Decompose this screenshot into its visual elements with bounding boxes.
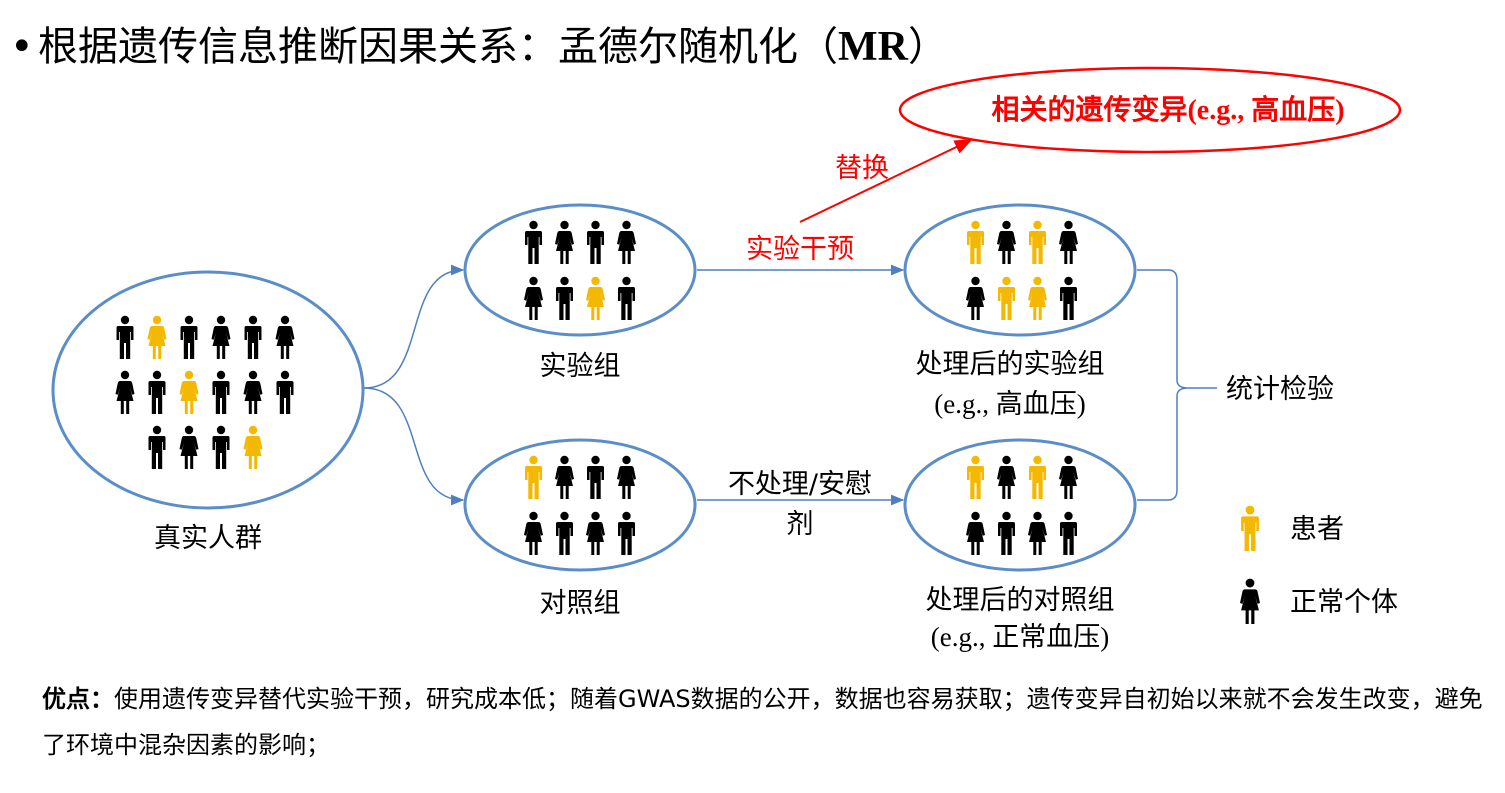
normal-person-icon xyxy=(148,425,166,469)
normal-person-icon xyxy=(1060,276,1077,320)
normal-person-icon xyxy=(587,455,604,499)
normal-person-icon xyxy=(617,455,636,499)
advantages-text: 使用遗传变异替代实验干预，研究成本低；随着GWAS数据的公开，数据也容易获取；遗… xyxy=(42,685,1483,759)
patient-icon xyxy=(179,370,199,414)
treated-control-circle xyxy=(903,438,1137,572)
slide-title-abbr: MR xyxy=(838,24,909,70)
treated-experimental-label-line1: 处理后的实验组 xyxy=(916,349,1105,380)
normal-person-icon xyxy=(276,370,294,414)
treated-control-label-line1: 处理后的对照组 xyxy=(926,585,1115,616)
normal-person-icon xyxy=(115,370,135,414)
legend-normal-icon xyxy=(1240,578,1260,624)
treated-experimental-circle xyxy=(903,203,1137,337)
normal-person-icon xyxy=(180,315,198,359)
normal-person-icon xyxy=(997,455,1016,499)
population-label: 真实人群 xyxy=(154,523,262,554)
normal-person-icon xyxy=(116,315,134,359)
normal-person-icon xyxy=(524,511,543,555)
treated-experimental-individuals xyxy=(966,220,1078,320)
normal-person-icon xyxy=(618,511,635,555)
patient-icon xyxy=(1028,276,1047,320)
patient-icon xyxy=(243,425,263,469)
normal-person-icon xyxy=(618,276,635,320)
replace-label: 替换 xyxy=(835,153,889,184)
normal-person-icon xyxy=(586,511,605,555)
experimental-group-individuals xyxy=(524,220,636,320)
normal-person-icon xyxy=(1059,220,1078,264)
normal-person-icon xyxy=(1028,511,1047,555)
patient-icon xyxy=(586,276,605,320)
normal-person-icon xyxy=(555,220,574,264)
normal-person-icon xyxy=(587,220,604,264)
legend-patient-label: 患者 xyxy=(1290,514,1344,545)
statistical-test-bracket xyxy=(1137,269,1217,501)
experimental-group-label: 实验组 xyxy=(540,351,621,382)
advantages-label: 优点： xyxy=(42,685,114,713)
normal-person-icon xyxy=(1059,455,1078,499)
patient-icon xyxy=(1029,220,1046,264)
slide-title: 根据遗传信息推断因果关系：孟德尔随机化（MR） xyxy=(38,24,948,70)
normal-person-icon xyxy=(1060,511,1077,555)
legend-normal-label: 正常个体 xyxy=(1290,587,1398,618)
normal-person-icon xyxy=(997,220,1016,264)
normal-person-icon xyxy=(243,370,263,414)
normal-person-icon xyxy=(617,220,636,264)
normal-person-icon xyxy=(212,425,230,469)
split-to-experimental-arrow xyxy=(363,264,465,389)
title-bullet: • xyxy=(10,24,34,70)
normal-person-icon xyxy=(555,455,574,499)
slide-title-close: ） xyxy=(908,24,948,70)
patient-icon xyxy=(525,455,542,499)
treated-control-label-line2: (e.g., 正常血压) xyxy=(931,622,1109,652)
patient-icon xyxy=(967,455,984,499)
normal-person-icon xyxy=(556,276,573,320)
legend-patient-icon xyxy=(1241,505,1259,551)
normal-person-icon xyxy=(244,315,262,359)
intervention-label: 实验干预 xyxy=(746,234,854,265)
legend: 患者 正常个体 xyxy=(1240,505,1398,624)
population-individuals xyxy=(115,315,295,469)
normal-person-icon xyxy=(556,511,573,555)
treated-control-individuals xyxy=(966,455,1078,555)
treated-experimental-label-line2: (e.g., 高血压) xyxy=(934,389,1085,419)
normal-person-icon xyxy=(211,315,231,359)
normal-person-icon xyxy=(179,425,199,469)
control-group-label: 对照组 xyxy=(540,588,621,619)
experimental-group-circle xyxy=(463,203,697,337)
population-circle xyxy=(51,270,365,510)
normal-person-icon xyxy=(148,370,166,414)
normal-person-icon xyxy=(998,511,1015,555)
normal-person-icon xyxy=(966,276,985,320)
normal-person-icon xyxy=(275,315,295,359)
control-group-individuals xyxy=(524,455,636,555)
patient-icon xyxy=(1029,455,1046,499)
mr-diagram: • 根据遗传信息推断因果关系：孟德尔随机化（MR） 相关的遗传变异(e.g., … xyxy=(10,24,1402,652)
patient-icon xyxy=(967,220,984,264)
no-treatment-label-line2: 剂 xyxy=(787,509,814,540)
patient-icon xyxy=(1241,505,1259,551)
normal-person-icon xyxy=(966,511,985,555)
replace-arrow xyxy=(799,139,973,223)
control-group-circle xyxy=(463,438,697,572)
patient-icon xyxy=(147,315,167,359)
genetic-variant-ellipse xyxy=(898,66,1402,154)
no-treatment-label-line1: 不处理/安慰 xyxy=(728,469,872,500)
normal-person-icon xyxy=(1240,578,1260,624)
advantages-paragraph: 优点：使用遗传变异替代实验干预，研究成本低；随着GWAS数据的公开，数据也容易获… xyxy=(42,676,1492,768)
statistical-test-label: 统计检验 xyxy=(1226,374,1334,405)
normal-person-icon xyxy=(524,276,543,320)
genetic-variant-label: 相关的遗传变异(e.g., 高血压) xyxy=(991,93,1344,126)
patient-icon xyxy=(998,276,1015,320)
split-to-control-arrow xyxy=(363,387,465,506)
slide-title-text: 根据遗传信息推断因果关系：孟德尔随机化（ xyxy=(38,24,838,70)
normal-person-icon xyxy=(525,220,542,264)
normal-person-icon xyxy=(212,370,230,414)
